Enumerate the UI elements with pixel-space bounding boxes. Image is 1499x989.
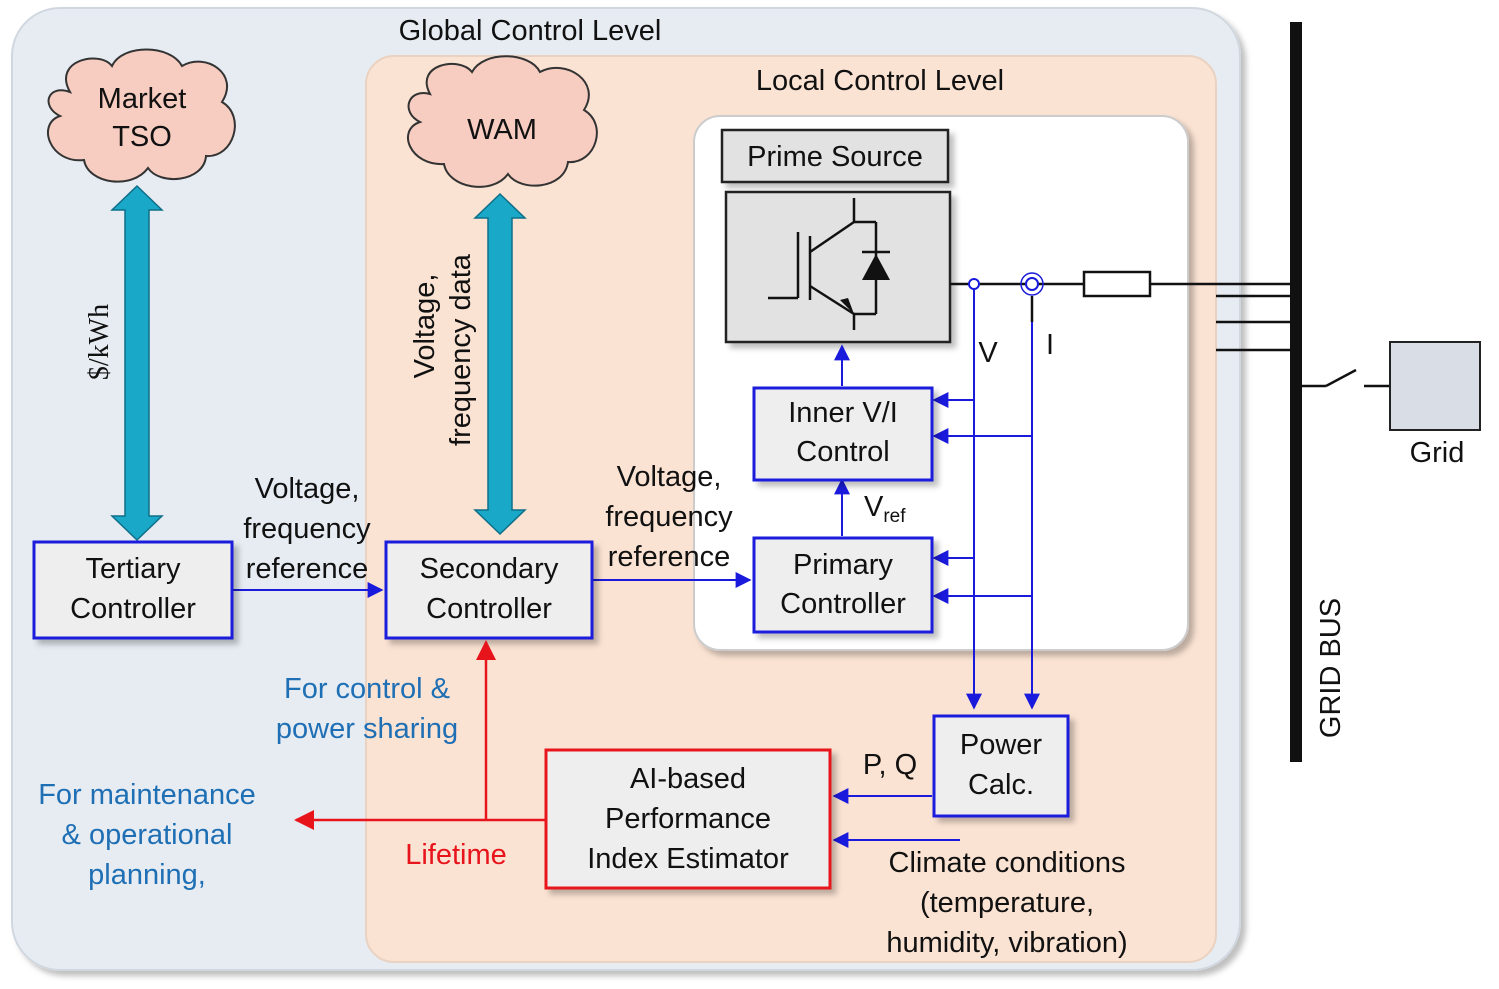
ref1-label-line1: Voltage, — [255, 473, 360, 505]
grid-block — [1389, 341, 1481, 431]
primary-label-line1: Primary — [793, 549, 893, 581]
local-level-label: Local Control Level — [756, 65, 1004, 97]
inner-vi-control-block — [752, 386, 934, 482]
grid-breaker — [1302, 368, 1390, 388]
current-sensor-point — [1025, 277, 1039, 291]
market-tso-cloud: Market TSO — [47, 48, 236, 183]
ref1-label-line2: frequency — [243, 513, 371, 545]
ai-label-line2: Performance — [605, 803, 771, 835]
wam-double-arrow — [473, 192, 527, 536]
wam-data-label-line2: frequency data — [445, 253, 477, 446]
global-level-label: Global Control Level — [399, 15, 662, 47]
grid-bus-bar — [1290, 22, 1302, 762]
climate-line3: humidity, vibration) — [886, 927, 1127, 959]
wam-data-label-line1: Voltage, — [409, 274, 441, 379]
primary-controller-block — [752, 536, 934, 634]
prime-source-label: Prime Source — [747, 141, 923, 173]
climate-line2: (temperature, — [920, 887, 1094, 919]
control-sharing-line1: For control & — [284, 673, 450, 705]
power-label-line1: Power — [960, 729, 1043, 761]
tertiary-label-line1: Tertiary — [85, 553, 181, 585]
tso-label: TSO — [112, 121, 172, 153]
maintenance-line2: & operational — [62, 819, 233, 851]
lifetime-label: Lifetime — [405, 839, 507, 871]
ai-label-line3: Index Estimator — [587, 843, 789, 875]
ref1-label-line3: reference — [246, 553, 369, 585]
maintenance-line3: planning, — [88, 859, 206, 891]
prime-source-block — [720, 128, 950, 184]
ref2-label-line3: reference — [608, 541, 731, 573]
lifetime-arrows — [294, 640, 546, 830]
current-sensor-ring — [1020, 272, 1044, 296]
v-label: V — [978, 337, 998, 369]
ref2-label-line1: Voltage, — [617, 461, 722, 493]
price-label: $/kWh — [84, 304, 115, 380]
pq-label: P, Q — [863, 749, 917, 781]
climate-line1: Climate conditions — [889, 847, 1126, 879]
primary-label-line2: Controller — [780, 588, 906, 620]
voltage-sensor-point — [968, 278, 980, 290]
market-label: Market — [98, 83, 187, 115]
control-sharing-line2: power sharing — [276, 713, 458, 745]
i-label: I — [1046, 329, 1054, 361]
tertiary-controller-block — [32, 540, 234, 640]
igbt-converter-block — [724, 190, 952, 344]
measurement-wires — [232, 289, 1040, 848]
ai-estimator-block — [544, 748, 832, 890]
ref2-label-line2: frequency — [605, 501, 733, 533]
grid-label: Grid — [1410, 437, 1465, 469]
secondary-label-line2: Controller — [426, 593, 552, 625]
inner-label-line2: Control — [796, 436, 890, 468]
maintenance-line1: For maintenance — [38, 779, 256, 811]
grid-bus-label: GRID BUS — [1315, 598, 1347, 738]
output-filter-resistor — [1082, 270, 1152, 298]
vref-label: Vref — [864, 491, 906, 527]
price-double-arrow — [110, 184, 164, 542]
power-calc-block — [932, 714, 1070, 818]
tertiary-label-line2: Controller — [70, 593, 196, 625]
wam-cloud: WAM — [407, 55, 598, 188]
ai-label-line1: AI-based — [630, 763, 746, 795]
wam-label: WAM — [467, 114, 537, 146]
power-label-line2: Calc. — [968, 769, 1034, 801]
inner-label-line1: Inner V/I — [788, 397, 898, 429]
secondary-controller-block — [384, 540, 594, 640]
secondary-label-line1: Secondary — [420, 553, 559, 585]
